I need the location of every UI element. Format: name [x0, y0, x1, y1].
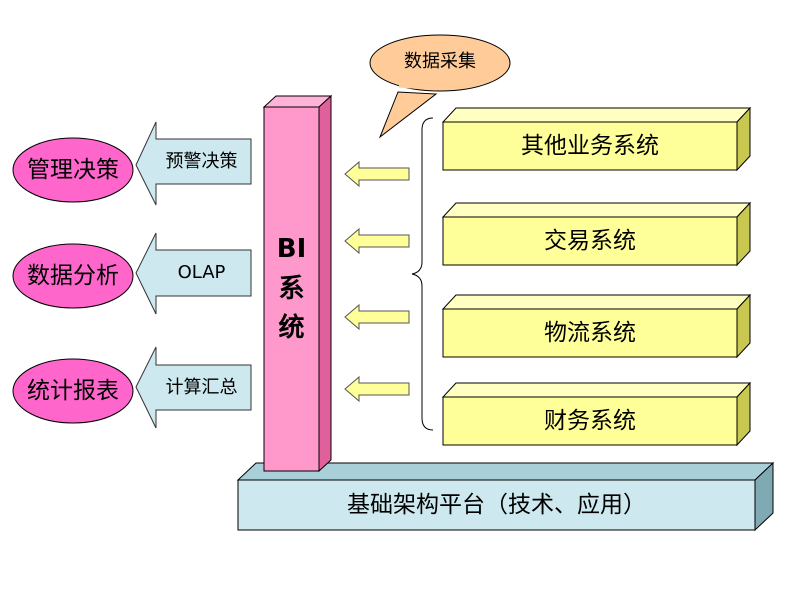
source-label-other: 其他业务系统	[521, 133, 659, 159]
source-box-trade	[441, 201, 752, 267]
bi-label-line2: 系	[278, 274, 305, 304]
result-ellipse-1	[12, 137, 134, 203]
result-ellipse-3	[12, 358, 134, 424]
source-brace	[411, 117, 434, 431]
input-arrow-3	[344, 303, 410, 331]
callout-label: 数据采集	[404, 51, 476, 72]
source-box-finance	[441, 381, 752, 447]
source-label-finance: 财务系统	[544, 408, 636, 434]
result-ellipse-2	[12, 243, 134, 309]
input-arrow-2	[344, 227, 410, 255]
bi-label-line3: 统	[278, 313, 305, 343]
result-label-3: 统计报表	[27, 378, 119, 404]
result-label-2: 数据分析	[27, 263, 119, 289]
output-arrow-1	[135, 121, 252, 206]
output-process-label-2: OLAP	[177, 262, 226, 283]
source-label-trade: 交易系统	[544, 228, 636, 254]
input-arrow-1	[344, 160, 410, 188]
output-process-label-1: 预警决策	[165, 151, 238, 172]
bi-system-pillar	[262, 94, 333, 473]
source-label-logistics: 物流系统	[544, 320, 636, 346]
data-collection-callout	[369, 34, 511, 139]
output-arrow-3	[135, 346, 252, 429]
platform-label: 基础架构平台（技术、应用）	[347, 492, 646, 518]
platform-box	[236, 461, 775, 532]
output-process-label-3: 计算汇总	[165, 377, 238, 398]
bi-label-line1: BI	[276, 234, 307, 264]
source-box-other	[441, 106, 752, 172]
source-box-logistics	[441, 293, 752, 359]
output-arrow-2	[135, 232, 252, 315]
input-arrow-4	[344, 375, 410, 403]
result-label-1: 管理决策	[27, 157, 119, 183]
